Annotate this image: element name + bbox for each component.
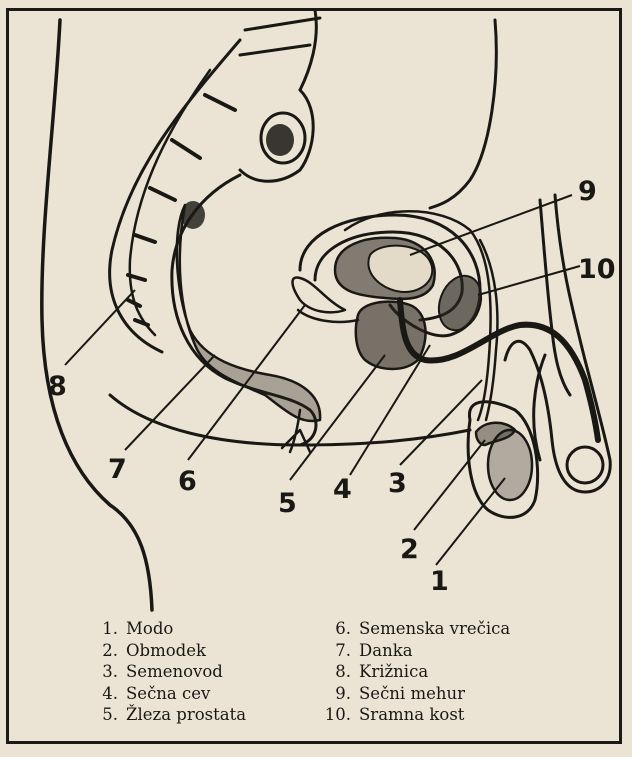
legend-item: 10. Sramna kost xyxy=(321,704,510,726)
callout-4: 4 xyxy=(333,474,352,505)
legend-column-right: 6. Semenska vrečica 7. Danka 8. Križnica… xyxy=(321,618,510,726)
legend-item: 6. Semenska vrečica xyxy=(321,618,510,640)
legend-item: 9. Sečni mehur xyxy=(321,683,510,705)
legend-number: 2. xyxy=(96,640,118,662)
legend-column-left: 1. Modo 2. Obmodek 3. Semenovod 4. Sečna… xyxy=(96,618,321,726)
legend-label: Obmodek xyxy=(126,640,206,662)
legend: 1. Modo 2. Obmodek 3. Semenovod 4. Sečna… xyxy=(96,618,596,726)
callout-7: 7 xyxy=(108,454,127,485)
leg-outline xyxy=(534,355,545,460)
callout-8: 8 xyxy=(48,371,67,402)
urethra xyxy=(400,300,598,440)
body-back-outline xyxy=(42,20,152,610)
callout-1: 1 xyxy=(430,566,449,597)
leader-line-9 xyxy=(410,195,572,255)
testis xyxy=(488,430,532,500)
leader-line-8 xyxy=(65,290,135,365)
prostate xyxy=(356,302,426,369)
intestine-loop-upper-dark xyxy=(266,124,294,156)
callout-6: 6 xyxy=(178,466,197,497)
legend-item: 2. Obmodek xyxy=(96,640,321,662)
legend-number: 8. xyxy=(321,661,351,683)
spine-column xyxy=(240,10,320,90)
abdomen-right xyxy=(540,200,570,395)
penis-tip xyxy=(567,447,603,483)
legend-number: 1. xyxy=(96,618,118,640)
legend-item: 8. Križnica xyxy=(321,661,510,683)
legend-number: 7. xyxy=(321,640,351,662)
legend-number: 9. xyxy=(321,683,351,705)
legend-item: 7. Danka xyxy=(321,640,510,662)
legend-number: 10. xyxy=(321,704,351,726)
legend-item: 5. Žleza prostata xyxy=(96,704,321,726)
legend-label: Sečna cev xyxy=(126,683,210,705)
legend-label: Žleza prostata xyxy=(126,704,246,726)
vas-deferens-inner xyxy=(480,240,497,420)
legend-number: 4. xyxy=(96,683,118,705)
legend-label: Danka xyxy=(359,640,413,662)
legend-number: 3. xyxy=(96,661,118,683)
rectum-dark-top xyxy=(181,201,205,229)
legend-label: Sramna kost xyxy=(359,704,464,726)
legend-number: 5. xyxy=(96,704,118,726)
callout-10: 10 xyxy=(578,254,616,285)
callout-2: 2 xyxy=(400,534,419,565)
callout-9: 9 xyxy=(578,176,597,207)
legend-item: 3. Semenovod xyxy=(96,661,321,683)
legend-label: Semenovod xyxy=(126,661,223,683)
legend-label: Križnica xyxy=(359,661,428,683)
legend-label: Semenska vrečica xyxy=(359,618,510,640)
callout-3: 3 xyxy=(388,468,407,499)
callout-5: 5 xyxy=(278,488,297,519)
legend-label: Modo xyxy=(126,618,173,640)
legend-number: 6. xyxy=(321,618,351,640)
legend-label: Sečni mehur xyxy=(359,683,465,705)
belly-outline xyxy=(430,20,496,208)
leader-line-1 xyxy=(436,478,505,565)
legend-item: 4. Sečna cev xyxy=(96,683,321,705)
seminal-vesicle xyxy=(293,277,346,312)
legend-item: 1. Modo xyxy=(96,618,321,640)
